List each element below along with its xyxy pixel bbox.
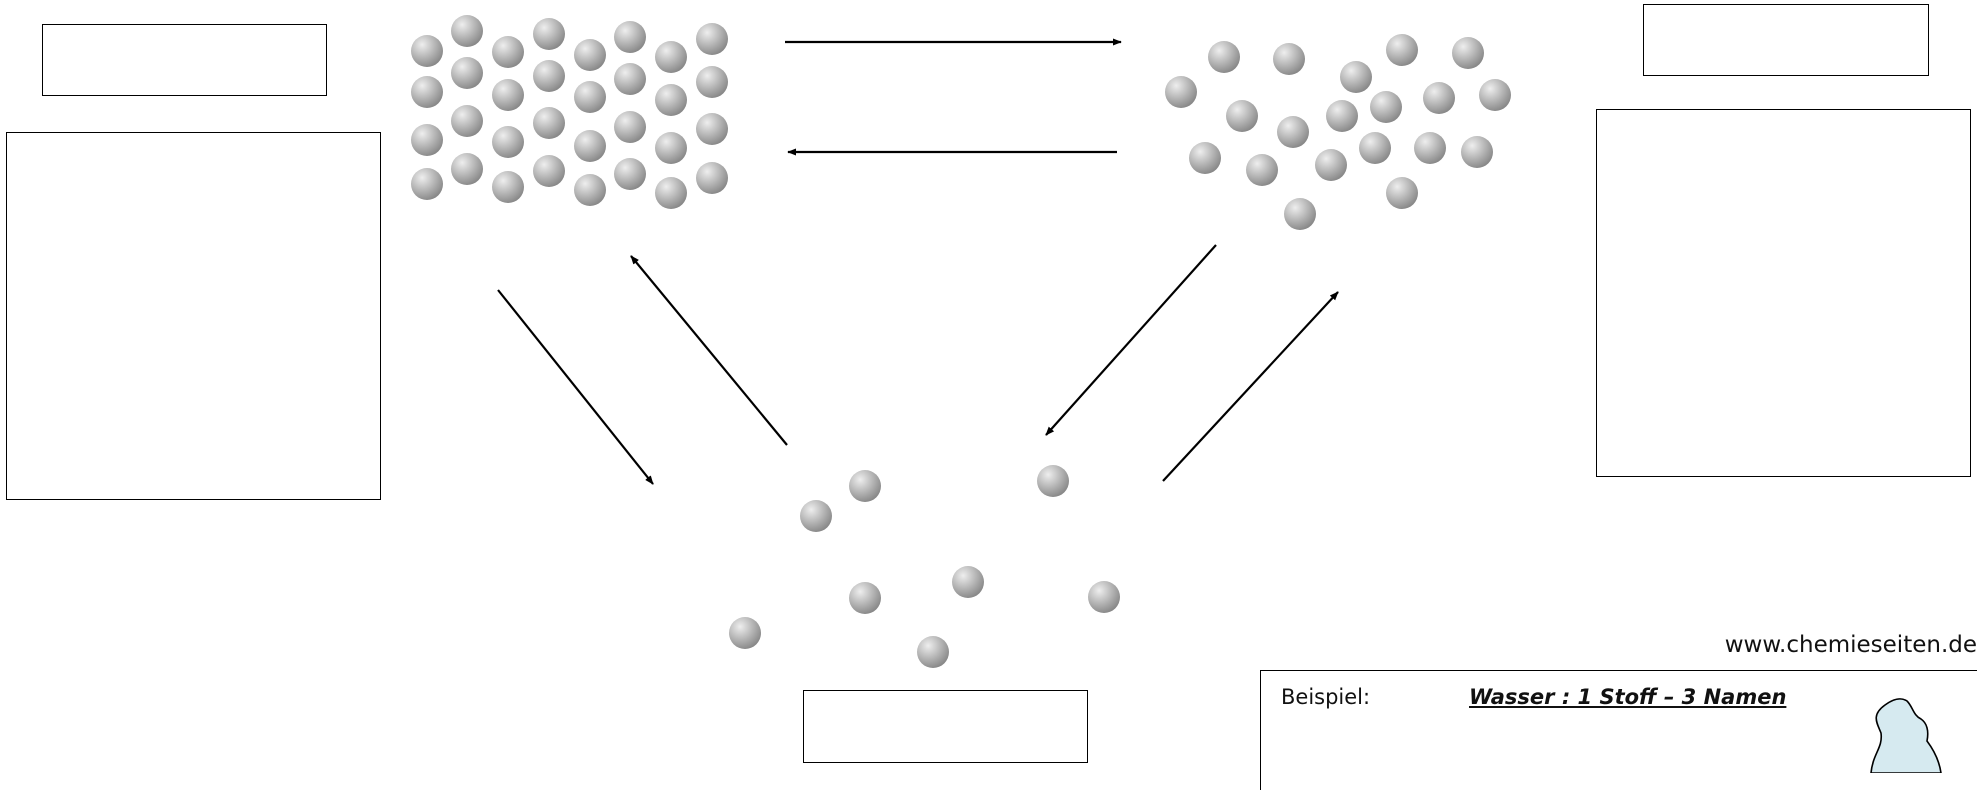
arrow-icon bbox=[1045, 244, 1217, 436]
arrow-icon bbox=[1162, 291, 1339, 482]
solid-particles bbox=[411, 15, 728, 209]
iceberg-icon bbox=[1870, 698, 1942, 773]
website-url: www.chemieseiten.de bbox=[1724, 632, 1977, 658]
liquid-name-box bbox=[803, 690, 1088, 763]
liquid-region-particles bbox=[729, 465, 1120, 668]
arrow-icon bbox=[497, 289, 654, 485]
gas-region-particles bbox=[1165, 34, 1511, 230]
solid-name-box bbox=[42, 24, 327, 96]
gas-name-box bbox=[1643, 4, 1929, 76]
transition-arrows bbox=[497, 38, 1339, 485]
diagram-canvas bbox=[411, 15, 1511, 668]
example-box: Beispiel: Wasser : 1 Stoff – 3 Namen bbox=[1260, 670, 1977, 790]
gas-drawing-box bbox=[1596, 109, 1971, 477]
arrow-icon bbox=[630, 255, 788, 446]
example-label: Beispiel: bbox=[1281, 685, 1371, 709]
solid-drawing-box bbox=[6, 132, 381, 500]
example-title: Wasser : 1 Stoff – 3 Namen bbox=[1469, 685, 1787, 709]
